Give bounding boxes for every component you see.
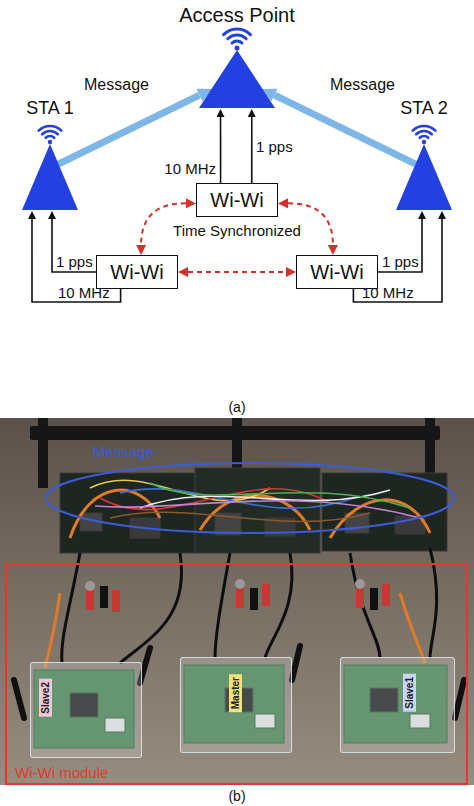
node-text: Wi-Wi <box>197 189 277 212</box>
signal-label: 1 pps <box>382 253 419 270</box>
station-icon-shape <box>22 144 78 210</box>
sma-connector <box>382 584 390 606</box>
sma-connector <box>250 588 258 610</box>
access-point-icon-shape <box>235 46 240 51</box>
station-icon-shape <box>39 126 62 131</box>
desk <box>0 418 474 785</box>
access-point-icon: Access Point <box>160 4 314 110</box>
station-icon-shape <box>42 131 58 134</box>
jumper-wire <box>95 501 420 518</box>
signal-label: 10 MHz <box>362 284 414 301</box>
sma-connector <box>356 586 364 608</box>
coax-cable <box>62 548 437 663</box>
message-label: Message <box>330 76 395 94</box>
signal-label: 1 pps <box>56 253 93 270</box>
sma-connector <box>235 579 245 589</box>
node-text: Wi-Wi <box>97 261 177 284</box>
signal-wire <box>378 219 422 272</box>
station-icon-shape <box>416 131 432 134</box>
orange-cable <box>45 593 60 668</box>
rack-frame <box>38 418 48 488</box>
access-point-icon-shape <box>228 35 246 39</box>
access-point-icon-shape <box>232 41 242 43</box>
coax-cable <box>350 553 380 658</box>
node-text: Wi-Wi module <box>15 764 108 781</box>
signal-wire <box>220 117 222 183</box>
subfigure-label: (b) <box>0 788 474 804</box>
wiwi-module: Slave1 <box>340 657 455 753</box>
sdr-board <box>60 468 447 553</box>
station-icon-shape <box>420 136 428 138</box>
node-text: Slave1 <box>403 674 416 712</box>
rack-frame <box>232 418 242 476</box>
signal-wire <box>52 219 96 272</box>
station-icon-shape <box>422 140 426 144</box>
sma-connector <box>112 590 120 612</box>
wiwi-box: Wi-Wi <box>296 255 378 289</box>
sdr-board <box>322 473 447 551</box>
node-text: STA 2 <box>386 98 462 119</box>
subfigure-label: (a) <box>0 399 474 415</box>
coax-cable <box>62 553 80 663</box>
station-icon-shape <box>46 136 54 138</box>
access-point-icon-shape <box>224 29 251 35</box>
jumper-wire <box>90 480 420 521</box>
sma-connector <box>86 588 94 610</box>
sma-connector <box>85 581 95 591</box>
station-icon-shape <box>396 144 452 210</box>
node-text: Message <box>93 443 154 460</box>
node-text: Master <box>229 674 242 712</box>
sma-connector <box>262 584 270 606</box>
desk <box>0 418 474 785</box>
station-icon: STA 2 <box>386 98 462 212</box>
message-ellipse-shape <box>45 462 455 534</box>
orange-cable <box>70 490 160 538</box>
wiwi-box: Wi-Wi <box>196 183 278 217</box>
station-icon-shape <box>48 140 52 144</box>
antenna <box>455 680 464 718</box>
jumper-wire <box>110 512 370 521</box>
signal-label: 1 pps <box>256 138 293 155</box>
node-text: Slave2 <box>39 679 52 717</box>
orange-cable <box>400 593 425 663</box>
sync-label: Time Synchronized <box>0 222 474 239</box>
wiwi-box: Wi-Wi <box>96 255 178 289</box>
message-arrow <box>58 95 199 164</box>
signal-label: 10 MHz <box>58 284 110 301</box>
access-point-icon-shape <box>199 50 275 108</box>
sdr-board <box>195 468 320 553</box>
wiwi-module: Slave2 <box>30 662 142 758</box>
message-ellipse: Message <box>45 462 455 534</box>
orange-cable <box>45 490 430 668</box>
node-text: Access Point <box>160 4 314 27</box>
sma-connector <box>85 579 390 612</box>
station-icon-shape <box>413 126 436 131</box>
message-label: Message <box>84 76 149 94</box>
sync-arrow <box>188 271 286 273</box>
module-frame: Wi-Wi module Slave2 Master Slave1 <box>5 563 468 785</box>
message-arrow <box>275 95 416 164</box>
message-ellipse-shape <box>46 463 454 533</box>
sma-connector <box>355 579 365 589</box>
antenna <box>292 646 300 680</box>
sma-connector <box>236 586 244 608</box>
signal-wire <box>251 117 253 183</box>
jumper-wire <box>120 489 360 509</box>
wiwi-module: Master <box>180 657 292 753</box>
node-text: STA 1 <box>12 98 88 119</box>
antenna <box>14 680 24 718</box>
station-icon: STA 1 <box>12 98 88 212</box>
sma-connector <box>100 586 108 608</box>
sma-connector <box>370 588 378 610</box>
node-text: Wi-Wi <box>297 261 377 284</box>
coax-cable <box>215 553 230 658</box>
signal-label: 10 MHz <box>164 160 216 177</box>
